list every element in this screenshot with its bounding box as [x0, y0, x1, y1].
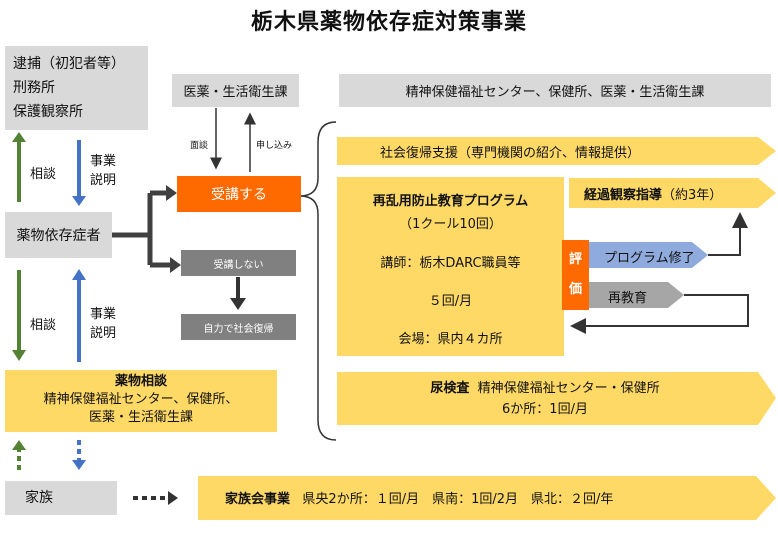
evaluation-box: 評 価	[562, 240, 589, 310]
urine-bold: 尿検査	[430, 381, 470, 396]
observation-bold: 経過観察指導	[584, 188, 663, 203]
attend-box: 受講する	[177, 176, 301, 212]
arrest-box: 逮捕（初犯者等） 刑務所 保護観察所	[5, 46, 148, 130]
observation-label: 経過観察指導（約3年）	[584, 184, 722, 203]
curly-brace	[299, 121, 337, 441]
program-done-label: プログラム修了	[604, 251, 695, 266]
family-box: 家族	[5, 481, 117, 515]
urine-label: 尿検査 精神保健福祉センター・保健所 6か所：1回/月	[340, 378, 750, 420]
family-assoc-bold: 家族会事業	[225, 492, 291, 507]
arrest-line-3: 保護観察所	[13, 104, 83, 120]
program-cool: （1クール10回）	[399, 217, 502, 232]
explain-label-mid-1: 事業	[90, 307, 117, 322]
observation-rest: （約3年）	[662, 188, 723, 203]
urine-line1: 尿検査 精神保健福祉センター・保健所	[340, 378, 750, 399]
evaluation-char-1: 評	[568, 252, 582, 267]
family-assoc-rest: 県央2か所：１回/月 県南：1回/2月 県北：２回/年	[302, 492, 614, 507]
iyaku-box: 医薬・生活衛生課	[172, 74, 299, 107]
explain-label-mid-2: 説明	[90, 326, 117, 341]
patient-box: 薬物依存症者	[5, 212, 112, 258]
reeducate-label: 再教育	[608, 291, 648, 306]
consult-label-top: 相談	[30, 167, 57, 182]
program-lecturer: 講師：栃木DARC職員等	[380, 256, 521, 271]
drug-consult-line1: 精神保健福祉センター、保健所、	[43, 392, 239, 407]
explain-label-top-2: 説明	[90, 173, 117, 188]
rehab-support-label: 社会復帰支援（専門機関の紹介、情報提供）	[380, 146, 641, 161]
evaluation-char-2: 価	[568, 282, 582, 297]
done-to-observe-line	[708, 212, 748, 256]
program-venue: 会場：県内４カ所	[398, 332, 503, 347]
explain-label-top-1: 事業	[90, 154, 117, 169]
drug-consult-box: 薬物相談 精神保健福祉センター、保健所、 医薬・生活衛生課	[5, 370, 277, 432]
urine-rest: 精神保健福祉センター・保健所	[477, 381, 660, 396]
org-header-box: 精神保健福祉センター、保健所、医薬・生活衛生課	[339, 74, 771, 107]
drug-consult-title: 薬物相談	[114, 374, 167, 389]
interview-label: 面談	[190, 141, 209, 151]
reeducate-loop-line	[570, 294, 749, 334]
apply-label: 申し込み	[256, 141, 293, 151]
arrest-line-1: 逮捕（初犯者等）	[13, 56, 125, 72]
urine-line2: 6か所：1回/月	[502, 402, 588, 417]
program-box: 再乱用防止教育プログラム （1クール10回） 講師：栃木DARC職員等 ５回/月…	[337, 177, 564, 356]
explain-label-top: 事業 説明	[90, 152, 116, 190]
page-title: 栃木県薬物依存症対策事業	[250, 10, 527, 35]
explain-label-mid: 事業 説明	[90, 305, 116, 343]
family-assoc-label: 家族会事業 県央2か所：１回/月 県南：1回/2月 県北：２回/年	[225, 488, 613, 507]
not-attend-box: 受講しない	[181, 250, 296, 276]
program-frequency: ５回/月	[428, 294, 473, 309]
arrest-line-2: 刑務所	[13, 80, 55, 96]
consult-label-mid: 相談	[30, 318, 57, 333]
self-rehab-box: 自力で社会復帰	[181, 314, 296, 340]
program-title: 再乱用防止教育プログラム	[372, 194, 529, 209]
drug-consult-line2: 医薬・生活衛生課	[88, 410, 193, 425]
